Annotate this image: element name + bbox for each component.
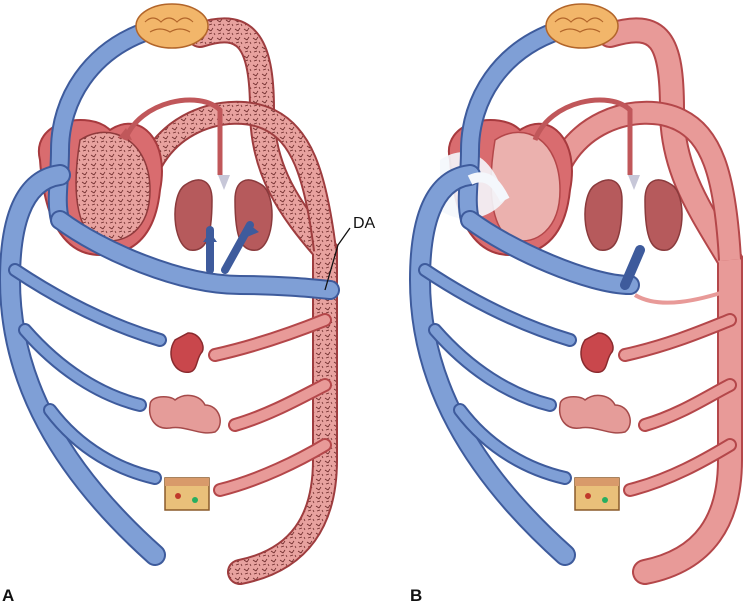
panel-b-diagram [408,3,743,585]
panel-a-veins [0,20,340,566]
da-leader-line [324,227,351,291]
panel-b-intestine-icon [558,394,631,434]
panel-b-brain-icon [545,3,619,49]
panel-b-lungs [584,175,683,251]
panel-a-brain-icon [135,3,209,49]
panel-b-skin-block-icon [574,477,620,511]
panel-a-intestine-icon [148,394,221,434]
panel-a-skin-block-icon [164,477,210,511]
panel-a-label: A [2,586,15,605]
panel-b-veins [408,20,645,566]
panel-b-arteries [618,313,737,497]
panel-a-lungs [174,175,273,251]
panel-a-kidney-icon [170,332,204,373]
panel-a-arteries [208,313,332,497]
panel-b-kidney-icon [580,332,614,373]
panel-a-diagram [0,3,351,585]
panel-b-label: B [410,586,423,605]
panel-b-closed-ductus [633,288,731,305]
ductus-arteriosus-label: DA [353,215,376,232]
